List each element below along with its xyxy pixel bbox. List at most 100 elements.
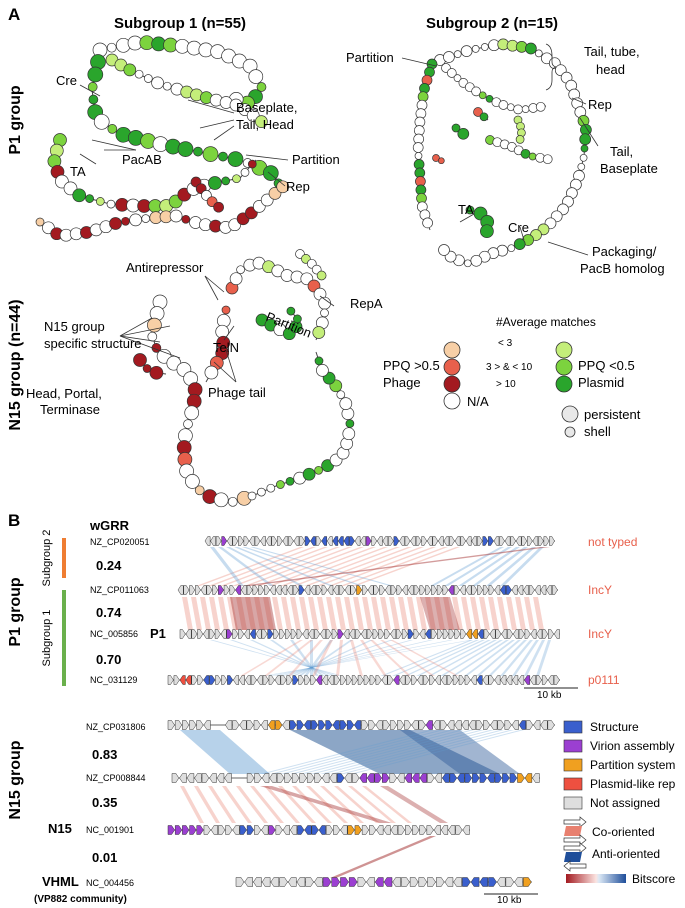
track-nc-001901-gene xyxy=(289,825,298,835)
network-subgroup2 xyxy=(412,38,592,268)
track-nz-cp008844-gene xyxy=(479,773,488,783)
track-nc-001901-gene xyxy=(448,825,456,835)
track-nc-004456-gene xyxy=(374,877,384,887)
track-nc-004456-gene xyxy=(279,877,288,887)
track-nz-cp011063-gene xyxy=(528,585,535,595)
ribbon-p1-b xyxy=(470,597,481,630)
ribbon-p1-a xyxy=(486,547,536,586)
track-nc-005856-gene xyxy=(390,629,397,639)
ribbon-n15-a xyxy=(340,730,514,774)
track-nc-031129-gene xyxy=(476,675,483,685)
track-nz-cp020051-gene xyxy=(460,536,466,546)
ribbon-p1-a xyxy=(244,547,352,586)
track-nz-cp020051-gene xyxy=(399,536,405,546)
row-label-p1: P1 group xyxy=(7,85,24,155)
track-nz-cp011063-gene xyxy=(195,585,201,595)
track-nc-031129-gene xyxy=(262,675,269,685)
sub1-chain-bottom-node xyxy=(181,214,191,224)
sub2-chain-pair4-node xyxy=(437,157,445,165)
sub2-chain-inner-node xyxy=(513,104,523,115)
track-nz-cp011063-gene xyxy=(298,585,305,595)
track-nc-031129-gene xyxy=(387,675,394,685)
legend-gt10: > 10 xyxy=(496,379,516,390)
track-nc-001901-gene xyxy=(232,825,240,835)
track-nz-cp011063-gene xyxy=(287,585,293,595)
legend-virion-swatch xyxy=(563,739,583,753)
track-nz-cp020051-gene xyxy=(282,536,289,546)
acc-n15-1: NZ_CP008844 xyxy=(86,773,146,783)
track-nc-004456-gene xyxy=(340,877,349,887)
acc-p1-3: NC_031129 xyxy=(90,675,137,685)
track-nz-cp020051-gene xyxy=(226,536,233,546)
anti-oriented-top-arrow xyxy=(563,842,587,854)
legend-structure-swatch xyxy=(563,720,583,734)
track-nz-cp020051-gene xyxy=(299,536,305,546)
sub2-chain-ring-node xyxy=(463,259,472,268)
track-nz-cp031806-gene xyxy=(354,720,362,730)
ribbon-p1-b xyxy=(254,597,265,630)
n15-chain-head-node xyxy=(149,365,164,380)
sub2-chain-inner-node xyxy=(478,91,487,100)
ribbon-p1-c xyxy=(286,640,393,676)
sub2-chain-ring-node xyxy=(513,238,526,250)
track-nc-005856-gene xyxy=(308,629,315,639)
track-nz-cp031806-gene xyxy=(253,720,261,730)
track-nz-cp011063-gene xyxy=(465,585,472,595)
track-nz-cp020051-gene xyxy=(543,536,550,546)
track-nc-031129-gene xyxy=(244,675,251,685)
track-nz-cp031806-gene xyxy=(490,720,498,730)
ribbon-n15-a xyxy=(300,730,474,774)
wgrr-p1-1: 0.74 xyxy=(96,605,122,620)
ribbon-p1-c xyxy=(336,640,343,676)
track-nz-cp011063-gene xyxy=(523,585,530,595)
sub1-chain-lower-node xyxy=(106,199,116,209)
track-nz-cp011063-gene xyxy=(281,585,288,595)
track-nc-005856-gene xyxy=(337,629,344,639)
ribbon-n15-b xyxy=(348,786,396,823)
track-nc-031129-gene xyxy=(173,675,180,685)
track-nz-cp020051-gene xyxy=(471,536,478,546)
legend-virion: Virion assembly xyxy=(590,739,674,753)
track-nz-cp011063-gene xyxy=(534,585,541,595)
ribbon-n15-b xyxy=(208,786,236,823)
track-nc-031129-gene xyxy=(375,675,382,685)
ribbon-n15-b xyxy=(320,786,364,823)
network-subgroup1 xyxy=(35,35,290,242)
ribbon-n15-b xyxy=(260,786,392,823)
track-nz-cp008844-gene xyxy=(336,773,345,783)
label-baseplate-sub1: Baseplate, xyxy=(236,100,297,115)
track-nc-031129-gene xyxy=(274,675,281,685)
ribbon-n15-b xyxy=(278,786,316,823)
type-p1-2: IncY xyxy=(588,627,612,641)
track-nz-cp011063-gene xyxy=(511,585,518,595)
track-nz-cp031806-gene xyxy=(239,720,247,730)
ribbon-p1-c xyxy=(240,640,303,676)
track-nc-031129-gene xyxy=(298,675,305,685)
legend-swatch-phage-low xyxy=(443,341,461,359)
n15-annotations xyxy=(119,275,335,383)
track-nz-cp011063-gene xyxy=(448,585,455,595)
track-nc-005856-gene xyxy=(284,629,291,639)
track-nz-cp011063-gene xyxy=(258,585,265,595)
ribbon-p1-a xyxy=(208,547,316,586)
ribbon-p1-b xyxy=(389,597,400,630)
track-nz-cp020051-gene xyxy=(449,536,455,546)
track-nz-cp008844-gene xyxy=(494,773,503,783)
sub1-chain-lower-node xyxy=(240,168,250,177)
ribbon-p1-c xyxy=(370,640,411,676)
ribbon-p1-c xyxy=(536,640,551,676)
track-nz-cp008844-gene xyxy=(366,773,375,783)
track-nz-cp020051-gene xyxy=(288,536,294,546)
track-nz-cp031806-gene xyxy=(311,720,319,730)
track-nz-cp031806-gene xyxy=(268,720,276,730)
track-nz-cp031806-gene xyxy=(318,720,326,730)
track-nc-031129-gene xyxy=(458,675,465,685)
track-nc-004456-gene xyxy=(453,877,462,887)
track-nc-005856-gene xyxy=(542,629,549,639)
ribbon-p1-c xyxy=(268,640,453,676)
sub1-chain-mid-node xyxy=(202,146,219,162)
ribbon-p1-b xyxy=(533,597,544,630)
track-nz-cp020051-gene xyxy=(265,536,272,546)
track-nc-031129-gene xyxy=(286,675,293,685)
sub1-chain-lower-node xyxy=(72,188,87,203)
